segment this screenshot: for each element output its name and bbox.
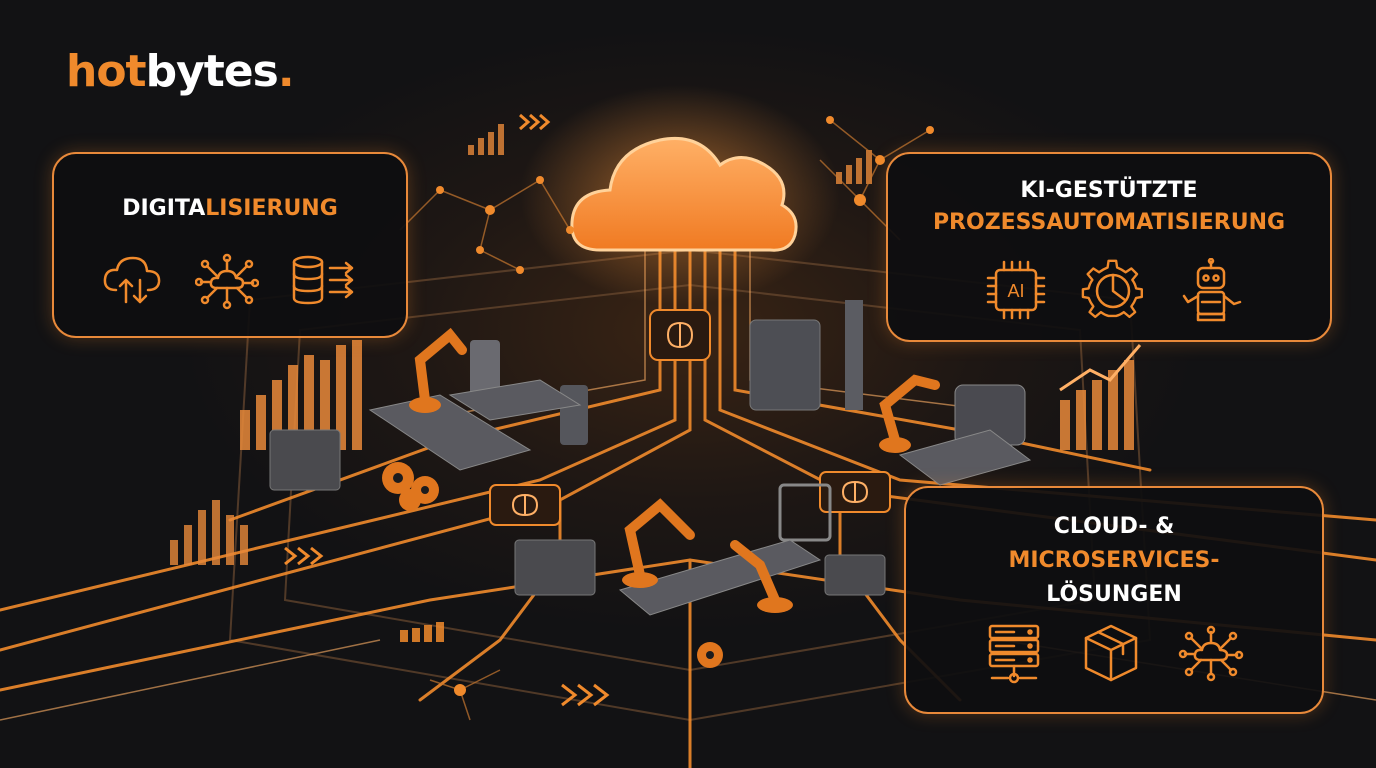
- card-cloud-title-line3: LÖSUNGEN: [1046, 582, 1182, 607]
- robot-arms: [414, 327, 940, 605]
- card-cloud-title-line1: CLOUD- &: [1053, 514, 1175, 539]
- brain-chip-right: [819, 471, 891, 513]
- brand-logo: hotbytes.: [66, 50, 295, 94]
- central-cloud: [570, 136, 798, 252]
- card-digitalisierung-icons: [84, 252, 376, 312]
- conveyor-belts: [368, 379, 1032, 616]
- card-digitalisierung-title: DIGITALISIERUNG: [54, 196, 406, 221]
- database-transfer-icon: [293, 255, 354, 305]
- gear-chart-icon: [1081, 259, 1143, 319]
- brand-part-hot: hot: [66, 46, 147, 97]
- card-ki-title-line2: PROZESSAUTOMATISIERUNG: [932, 210, 1286, 235]
- card-ki-prozessautomatisierung: KI-GESTÜTZTE PROZESSAUTOMATISIERUNG AI: [886, 152, 1332, 342]
- package-box-icon: [1084, 624, 1138, 682]
- server-rack-icon: [988, 624, 1040, 684]
- bar-chart-left: [240, 340, 362, 450]
- cloud-sync-icon: [103, 256, 160, 304]
- cloud-network-icon: [194, 253, 259, 310]
- brain-chip: [649, 309, 711, 361]
- card-cloud-icons: [966, 622, 1262, 684]
- brand-part-dot: .: [277, 46, 295, 97]
- bar-chart-right: [1060, 360, 1134, 450]
- title-white-part: DIGITA: [122, 196, 206, 221]
- robot-icon: [1182, 258, 1241, 322]
- brand-part-bytes: bytes: [145, 46, 279, 97]
- bar-chart-top: [468, 124, 504, 155]
- brain-chip-left: [489, 484, 561, 526]
- cloud-nodes-icon: [1178, 625, 1244, 682]
- card-digitalisierung: DIGITALISIERUNG: [52, 152, 408, 338]
- chip-label: AI: [1008, 281, 1025, 301]
- chevron-arrows: [284, 113, 610, 707]
- card-ki-title-line1: KI-GESTÜTZTE: [1020, 178, 1198, 203]
- card-ki-icons: AI: [968, 258, 1260, 322]
- bar-chart-bottom-left: [170, 500, 248, 565]
- title-orange-part: LISIERUNG: [205, 196, 338, 221]
- card-cloud-microservices: CLOUD- & MICROSERVICES- LÖSUNGEN: [904, 486, 1324, 714]
- card-cloud-title-line2: MICROSERVICES-: [1008, 548, 1220, 573]
- ai-chip-icon: AI: [987, 260, 1046, 320]
